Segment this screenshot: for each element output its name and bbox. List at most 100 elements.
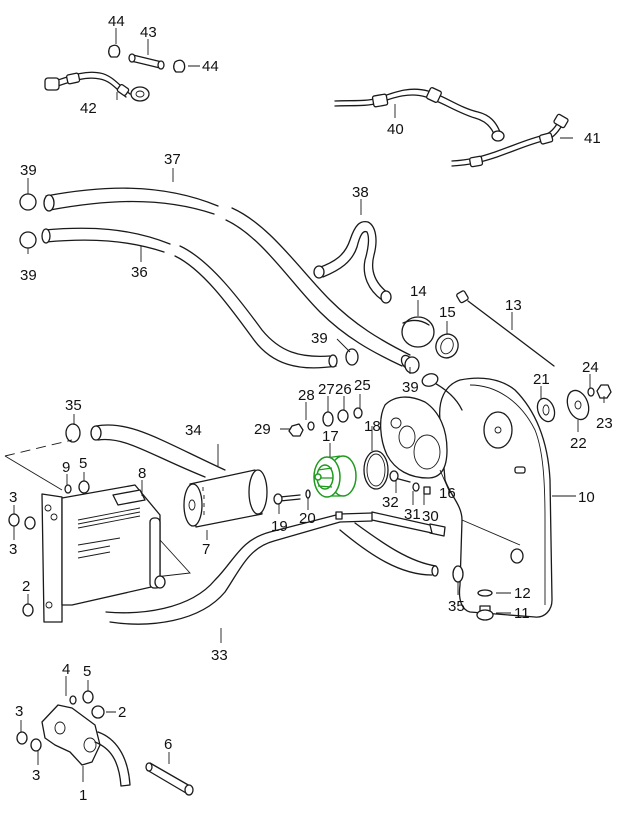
callout-2[interactable]: 2 bbox=[22, 578, 30, 595]
part-4-washer[interactable] bbox=[69, 695, 77, 705]
callout-16[interactable]: 16 bbox=[439, 485, 456, 502]
part-16-cover-plate[interactable] bbox=[380, 372, 463, 479]
part-39-hose-clip[interactable] bbox=[19, 193, 420, 374]
callout-44[interactable]: 44 bbox=[202, 58, 219, 75]
callout-5[interactable]: 5 bbox=[83, 663, 91, 680]
part-27-spacer[interactable] bbox=[322, 411, 334, 427]
callout-41[interactable]: 41 bbox=[584, 130, 601, 147]
part-36-hose[interactable] bbox=[41, 227, 338, 369]
part-42-oil-line[interactable] bbox=[44, 71, 150, 102]
callout-1[interactable]: 1 bbox=[79, 787, 87, 804]
part-37-hose[interactable] bbox=[43, 187, 415, 370]
callout-39[interactable]: 39 bbox=[20, 162, 37, 179]
part-22-gasket[interactable] bbox=[563, 387, 592, 422]
part-19-bolt[interactable] bbox=[273, 493, 301, 505]
part-44-clip[interactable] bbox=[108, 44, 186, 73]
callout-15[interactable]: 15 bbox=[439, 304, 456, 321]
part-3-nut[interactable] bbox=[8, 513, 42, 752]
part-21-flange[interactable] bbox=[534, 396, 557, 424]
part-6-tube[interactable] bbox=[145, 762, 194, 796]
part-30-clip[interactable] bbox=[423, 486, 431, 495]
part-33-oil-line[interactable] bbox=[105, 511, 446, 625]
callout-33[interactable]: 33 bbox=[211, 647, 228, 664]
callout-3[interactable]: 3 bbox=[15, 703, 23, 720]
part-5-nut[interactable] bbox=[78, 480, 94, 704]
part-14-filler-cap[interactable] bbox=[401, 316, 435, 348]
callout-11[interactable]: 11 bbox=[514, 605, 530, 622]
callout-13[interactable]: 13 bbox=[505, 297, 522, 314]
callout-5[interactable]: 5 bbox=[79, 455, 87, 472]
callout-4[interactable]: 4 bbox=[62, 661, 70, 678]
callout-39[interactable]: 39 bbox=[20, 267, 37, 284]
callout-17-selected[interactable]: 17 bbox=[322, 428, 339, 445]
part-12-washer[interactable] bbox=[477, 589, 493, 597]
part-1-pump-housing[interactable] bbox=[41, 704, 131, 787]
callout-27[interactable]: 27 bbox=[318, 381, 335, 398]
callout-18[interactable]: 18 bbox=[364, 418, 381, 435]
callout-35[interactable]: 35 bbox=[65, 397, 82, 414]
callout-29[interactable]: 29 bbox=[254, 421, 271, 438]
callout-10[interactable]: 10 bbox=[578, 489, 595, 506]
part-24-washer[interactable] bbox=[587, 387, 595, 397]
part-41-oil-line[interactable] bbox=[451, 113, 569, 168]
callout-43[interactable]: 43 bbox=[140, 24, 157, 41]
part-38-y-hose[interactable] bbox=[313, 220, 392, 304]
part-2-nut[interactable] bbox=[22, 603, 105, 719]
dashed-mount-reference bbox=[4, 439, 191, 578]
part-43-pipe[interactable] bbox=[128, 53, 165, 70]
callout-26[interactable]: 26 bbox=[335, 381, 352, 398]
callout-3[interactable]: 3 bbox=[9, 541, 17, 558]
callout-39[interactable]: 39 bbox=[311, 330, 328, 347]
part-28-washer[interactable] bbox=[307, 421, 315, 431]
callout-23[interactable]: 23 bbox=[596, 415, 613, 432]
part-10-oil-tank[interactable] bbox=[439, 377, 553, 618]
part-17-oil-pump-highlighted[interactable] bbox=[313, 455, 357, 498]
callout-3[interactable]: 3 bbox=[9, 489, 17, 506]
callout-8[interactable]: 8 bbox=[138, 465, 146, 482]
callout-31[interactable]: 31 bbox=[404, 506, 421, 523]
callout-2[interactable]: 2 bbox=[118, 704, 126, 721]
part-13-vent-pipe[interactable] bbox=[456, 290, 555, 367]
callout-40[interactable]: 40 bbox=[387, 121, 404, 138]
callout-25[interactable]: 25 bbox=[354, 377, 371, 394]
part-34-hose[interactable] bbox=[90, 424, 226, 478]
part-25-nut[interactable] bbox=[353, 407, 363, 419]
callout-12[interactable]: 12 bbox=[514, 585, 531, 602]
callout-21[interactable]: 21 bbox=[533, 371, 550, 388]
part-8-oil-cooler[interactable] bbox=[41, 484, 166, 623]
callout-6[interactable]: 6 bbox=[164, 736, 172, 753]
callout-38[interactable]: 38 bbox=[352, 184, 369, 201]
callout-9[interactable]: 9 bbox=[62, 459, 70, 476]
callout-42[interactable]: 42 bbox=[80, 100, 97, 117]
part-26-spacer[interactable] bbox=[337, 409, 349, 423]
callout-34[interactable]: 34 bbox=[185, 422, 202, 439]
part-20-washer[interactable] bbox=[305, 489, 311, 499]
callout-20[interactable]: 20 bbox=[299, 510, 316, 527]
part-31-washer[interactable] bbox=[412, 482, 420, 492]
part-40-oil-line[interactable] bbox=[334, 87, 505, 142]
part-7-oil-filter[interactable] bbox=[183, 469, 268, 528]
part-15-seal[interactable] bbox=[433, 331, 462, 361]
callout-30[interactable]: 30 bbox=[422, 508, 439, 525]
part-9-washer[interactable] bbox=[64, 484, 72, 494]
callout-7[interactable]: 7 bbox=[202, 541, 210, 558]
callout-36[interactable]: 36 bbox=[131, 264, 148, 281]
callout-32[interactable]: 32 bbox=[382, 494, 399, 511]
callout-24[interactable]: 24 bbox=[582, 359, 599, 376]
part-18-o-ring[interactable] bbox=[363, 450, 389, 490]
part-32-bolt[interactable] bbox=[389, 470, 411, 483]
callout-labels: 44 43 44 42 40 41 37 39 39 36 38 39 14 1… bbox=[9, 13, 613, 804]
part-11-drain-plug[interactable] bbox=[476, 605, 494, 621]
part-23-nut[interactable] bbox=[596, 384, 612, 399]
callout-44[interactable]: 44 bbox=[108, 13, 125, 30]
callout-3[interactable]: 3 bbox=[32, 767, 40, 784]
callout-35[interactable]: 35 bbox=[448, 598, 465, 615]
callout-22[interactable]: 22 bbox=[570, 435, 587, 452]
part-29-nut[interactable] bbox=[288, 423, 304, 437]
callout-19[interactable]: 19 bbox=[271, 518, 288, 535]
callout-39[interactable]: 39 bbox=[402, 379, 419, 396]
callout-28[interactable]: 28 bbox=[298, 387, 315, 404]
callout-37[interactable]: 37 bbox=[164, 151, 181, 168]
callout-14[interactable]: 14 bbox=[410, 283, 427, 300]
